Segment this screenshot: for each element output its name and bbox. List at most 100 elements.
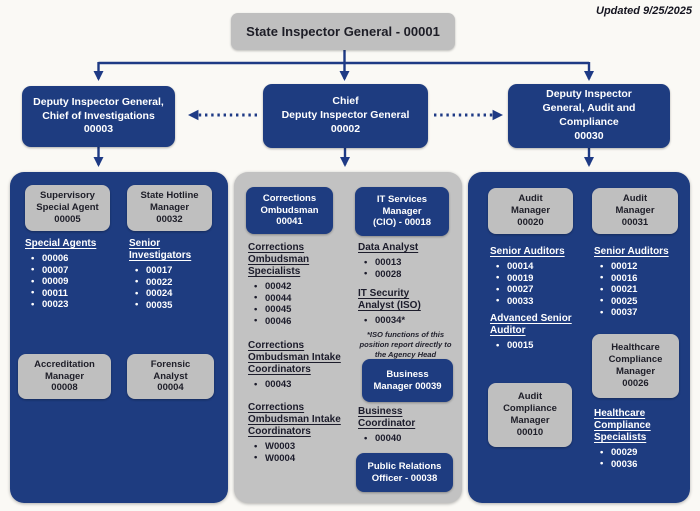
group-title: Senior Auditors <box>490 246 565 257</box>
group-intake-coordinators-2: Corrections Ombudsman Intake Coordinator… <box>248 402 352 464</box>
list-item: 00029 <box>600 447 672 459</box>
group-title: IT Security Analyst (ISO) <box>358 288 421 311</box>
box-label: Corrections Ombudsman 00041 <box>260 192 319 228</box>
box-label: Deputy Inspector General, Audit and Comp… <box>542 88 636 142</box>
list-item: 00024 <box>135 288 203 300</box>
group-corrections-ombudsman-specialists: Corrections Ombudsman Specialists 000420… <box>248 242 336 327</box>
list-item: 00025 <box>600 295 689 308</box>
list-item: W0003 <box>254 441 352 453</box>
box-public-relations-officer: Public Relations Officer - 00038 <box>356 453 453 492</box>
panel-investigations: Supervisory Special Agent 00005 State Ho… <box>10 172 228 503</box>
box-it-services-manager: IT Services Manager (CIO) - 00018 <box>355 187 449 236</box>
list-item: 00043 <box>254 379 352 391</box>
box-supervisory-special-agent: Supervisory Special Agent 00005 <box>25 185 110 231</box>
group-senior-investigators: Senior Investigators 0001700022000240003… <box>129 238 203 311</box>
box-deputy-ig-audit-compliance: Deputy Inspector General, Audit and Comp… <box>508 84 670 148</box>
group-list: 0001300028 <box>364 257 450 280</box>
group-list: 0001200016000210002500037 <box>600 261 689 319</box>
list-item: 00015 <box>496 340 585 352</box>
list-item: 00012 <box>600 261 689 273</box>
group-list: 00043 <box>254 379 352 391</box>
group-advanced-senior-auditor: Advanced Senior Auditor 00015 <box>490 313 585 352</box>
box-label: State Hotline Manager 00032 <box>140 190 199 225</box>
list-item: 00009 <box>31 276 117 288</box>
group-title: Data Analyst <box>358 242 419 253</box>
box-label: IT Services Manager (CIO) - 00018 <box>372 193 432 229</box>
box-label: Public Relations Officer - 00038 <box>367 460 442 484</box>
list-item: 00036 <box>600 458 672 471</box>
box-label: Audit Compliance Manager 00010 <box>503 391 557 438</box>
group-senior-auditors-left: Senior Auditors 00014000190002700033 <box>490 246 585 307</box>
list-item: 00040 <box>364 433 430 445</box>
group-title: Corrections Ombudsman Intake Coordinator… <box>248 340 341 375</box>
group-intake-coordinators-1: Corrections Ombudsman Intake Coordinator… <box>248 340 352 391</box>
list-item: 00035 <box>135 299 203 312</box>
root-box-label: State Inspector General - 00001 <box>246 24 440 39</box>
list-item: 00027 <box>496 284 585 296</box>
group-list: 00042000440004500046 <box>254 281 336 327</box>
group-title: Advanced Senior Auditor <box>490 313 572 336</box>
list-item: 00013 <box>364 257 450 269</box>
box-audit-compliance-manager: Audit Compliance Manager 00010 <box>488 383 572 447</box>
list-item: 00017 <box>135 265 203 277</box>
group-it-security-analyst: IT Security Analyst (ISO) 00034* *ISO fu… <box>358 288 453 360</box>
box-label: Audit Manager 00020 <box>510 193 551 228</box>
group-list: 00017000220002400035 <box>135 265 203 311</box>
box-audit-manager-00031: Audit Manager 00031 <box>592 188 678 234</box>
list-item: 00028 <box>364 268 450 281</box>
box-label: Forensic Analyst 00004 <box>150 358 191 394</box>
list-item: 00044 <box>254 292 336 305</box>
group-title: Senior Auditors <box>594 246 669 257</box>
group-title: Business Coordinator <box>358 406 416 429</box>
updated-date-label: Updated 9/25/2025 <box>596 5 692 17</box>
group-title: Corrections Ombudsman Specialists <box>248 242 310 277</box>
box-label: Business Manager 00039 <box>373 368 442 392</box>
list-item: 00016 <box>600 272 689 285</box>
list-item: 00011 <box>31 287 117 300</box>
group-list: 0002900036 <box>600 447 672 470</box>
group-healthcare-compliance-specialists: Healthcare Compliance Specialists 000290… <box>594 408 672 470</box>
list-item: 00046 <box>254 315 336 328</box>
list-item: 00019 <box>496 272 585 285</box>
group-title: Special Agents <box>25 238 97 249</box>
panel-chief-office: Corrections Ombudsman 00041 IT Services … <box>234 172 462 503</box>
box-label: Audit Manager 00031 <box>615 193 655 228</box>
list-item: 00023 <box>31 299 117 311</box>
list-item: 00033 <box>496 295 585 308</box>
panel-audit-compliance: Audit Manager 00020 Audit Manager 00031 … <box>468 172 690 503</box>
box-state-hotline-manager: State Hotline Manager 00032 <box>127 185 212 231</box>
box-business-manager: Business Manager 00039 <box>362 359 453 402</box>
group-list: 00015 <box>496 340 585 352</box>
list-item: 00045 <box>254 304 336 316</box>
box-label: Chief Deputy Inspector General 00002 <box>281 95 410 135</box>
box-label: Healthcare Compliance Manager 00026 <box>608 342 663 389</box>
list-item: 00034* <box>364 315 453 327</box>
group-title: Senior Investigators <box>129 238 192 261</box>
list-item: 00021 <box>600 284 689 296</box>
list-item: 00042 <box>254 281 336 293</box>
group-business-coordinator: Business Coordinator 00040 <box>358 406 430 445</box>
list-item: 00022 <box>135 276 203 289</box>
group-list: 0000600007000090001100023 <box>31 253 117 311</box>
group-list: 00040 <box>364 433 430 445</box>
list-item: 00007 <box>31 264 117 277</box>
list-item: 00006 <box>31 253 117 265</box>
group-list: 00034* <box>364 315 453 327</box>
box-label: Supervisory Special Agent 00005 <box>36 190 99 225</box>
group-list: W0003W0004 <box>254 441 352 464</box>
group-senior-auditors-right: Senior Auditors 000120001600021000250003… <box>594 246 689 319</box>
box-corrections-ombudsman: Corrections Ombudsman 00041 <box>246 187 333 234</box>
list-item: 00037 <box>600 307 689 319</box>
iso-footnote: *ISO functions of this position report d… <box>359 329 452 359</box>
group-special-agents: Special Agents 0000600007000090001100023 <box>25 238 117 311</box>
box-deputy-ig-investigations: Deputy Inspector General, Chief of Inves… <box>22 86 175 147</box>
box-healthcare-compliance-manager: Healthcare Compliance Manager 00026 <box>592 334 679 398</box>
group-data-analyst: Data Analyst 0001300028 <box>358 242 450 280</box>
box-accreditation-manager: Accreditation Manager 00008 <box>18 354 111 399</box>
box-audit-manager-00020: Audit Manager 00020 <box>488 188 573 234</box>
box-label: Deputy Inspector General, Chief of Inves… <box>33 95 164 136</box>
box-label: Accreditation Manager 00008 <box>34 358 95 394</box>
root-box-state-inspector-general: State Inspector General - 00001 <box>231 13 455 50</box>
box-chief-deputy-ig: Chief Deputy Inspector General 00002 <box>263 84 428 148</box>
